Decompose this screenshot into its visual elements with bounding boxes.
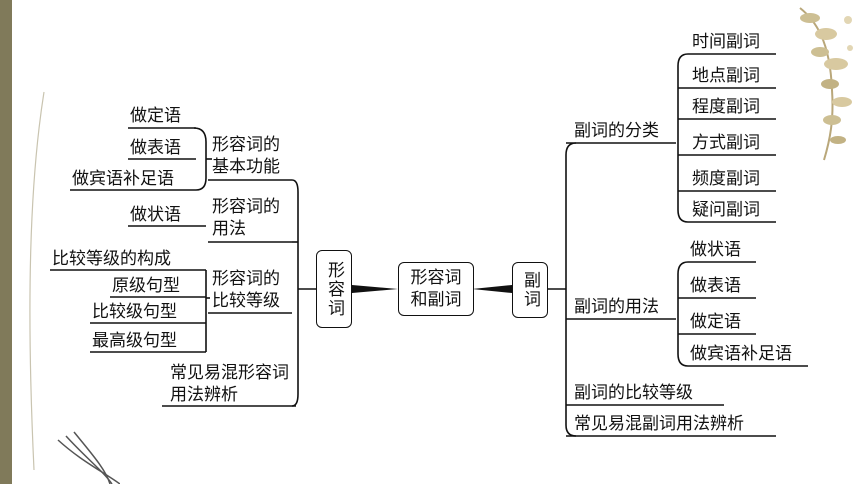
adv-branch-confusables: 常见易混副词用法辨析 [574, 414, 744, 434]
adv-leaf-attributive: 做定语 [690, 312, 741, 332]
adv-branch-comparison: 副词的比较等级 [574, 383, 693, 403]
adj-leaf-predicative: 做表语 [130, 138, 181, 158]
adj-branch-usage: 形容词的用法 [212, 197, 280, 239]
left-sidebar-bar [0, 0, 12, 484]
adj-leaf-superlative-pattern: 最高级句型 [92, 331, 177, 351]
adv-leaf-predicative: 做表语 [690, 276, 741, 296]
adv-leaf-manner: 方式副词 [692, 133, 760, 153]
adverb-title: 副词 [520, 271, 540, 309]
adj-leaf-comparison-formation: 比较等级的构成 [52, 249, 171, 269]
adj-leaf-comparative-pattern: 比较级句型 [92, 302, 177, 322]
adj-leaf-adverbial: 做状语 [130, 205, 181, 225]
adj-branch-basic-function: 形容词的基本功能 [212, 135, 280, 177]
center-node: 形容词和副词 [398, 262, 474, 316]
decorative-curved-lines [29, 91, 120, 484]
adj-leaf-attributive: 做定语 [130, 106, 181, 126]
adv-leaf-adverbial: 做状语 [690, 240, 741, 260]
right-arrowhead [472, 285, 512, 293]
adv-leaf-place: 地点副词 [692, 66, 760, 86]
adv-leaf-time: 时间副词 [692, 32, 760, 52]
adv-leaf-object-complement: 做宾语补足语 [690, 344, 792, 364]
adjective-title: 形容词 [324, 260, 344, 318]
adv-branch-usage: 副词的用法 [574, 297, 659, 317]
left-arrowhead [352, 285, 398, 293]
adj-leaf-object-complement: 做宾语补足语 [72, 169, 174, 189]
center-label: 形容词和副词 [410, 268, 462, 310]
adverb-node: 副词 [512, 262, 548, 318]
adj-branch-comparison: 形容词的比较等级 [212, 269, 280, 311]
floral-decoration-icon [799, 7, 853, 161]
adjective-node: 形容词 [316, 250, 352, 328]
adv-leaf-frequency: 频度副词 [692, 169, 760, 189]
adj-branch-confusables: 常见易混形容词用法辨析 [170, 363, 289, 405]
adv-leaf-interrogative: 疑问副词 [692, 200, 760, 220]
adj-leaf-positive-pattern: 原级句型 [112, 276, 180, 296]
adv-leaf-degree: 程度副词 [692, 97, 760, 117]
adv-branch-classification: 副词的分类 [574, 121, 659, 141]
